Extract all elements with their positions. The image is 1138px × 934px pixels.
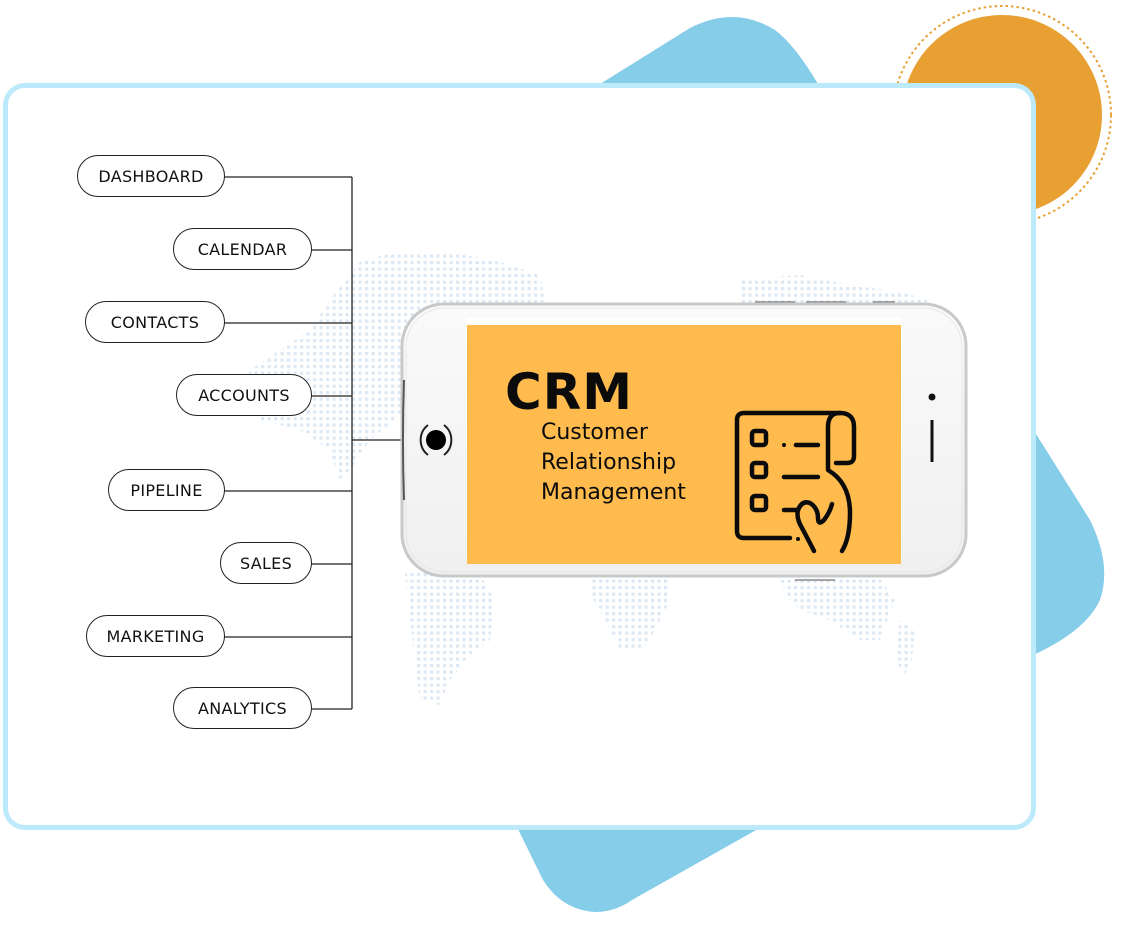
- module-label: CALENDAR: [197, 239, 288, 259]
- module-label: SALES: [239, 553, 293, 573]
- module-label: MARKETING: [106, 626, 205, 646]
- crm-subtitle: Customer Relationship Management: [541, 418, 686, 508]
- subtitle-line-2: Relationship: [541, 450, 677, 475]
- crm-title: CRM: [505, 363, 633, 421]
- module-dashboard[interactable]: DASHBOARD: [77, 155, 225, 197]
- blue-shape-bottom: [516, 825, 765, 912]
- module-label: ANALYTICS: [198, 698, 287, 718]
- subtitle-line-3: Management: [541, 480, 686, 505]
- module-label: ACCOUNTS: [198, 385, 290, 405]
- blue-shape-right: [1031, 426, 1105, 656]
- module-analytics[interactable]: ANALYTICS: [173, 687, 312, 729]
- module-label: CONTACTS: [110, 312, 200, 332]
- module-contacts[interactable]: CONTACTS: [85, 301, 225, 343]
- module-label: PIPELINE: [130, 480, 203, 500]
- blue-shape-top: [600, 16, 818, 84]
- checklist-in-hand-icon: [734, 410, 857, 554]
- module-sales[interactable]: SALES: [220, 542, 312, 584]
- module-label: DASHBOARD: [98, 166, 204, 186]
- module-calendar[interactable]: CALENDAR: [173, 228, 312, 270]
- module-marketing[interactable]: MARKETING: [86, 615, 225, 657]
- module-pipeline[interactable]: PIPELINE: [108, 469, 225, 511]
- module-accounts[interactable]: ACCOUNTS: [176, 374, 312, 416]
- subtitle-line-1: Customer: [541, 420, 648, 445]
